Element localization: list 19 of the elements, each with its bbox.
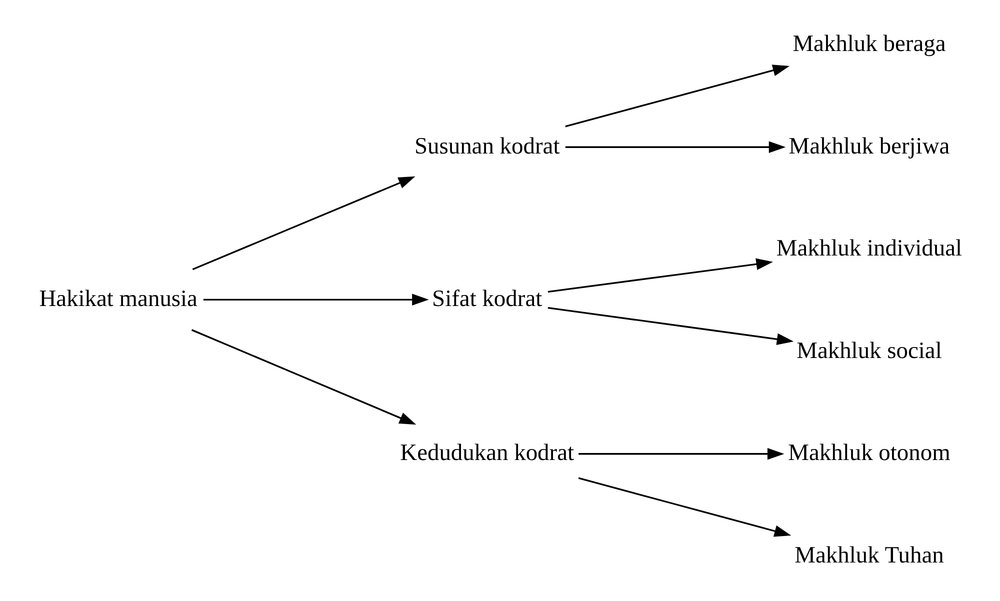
arrow [564,64,790,128]
arrow [578,448,784,460]
node-text: Hakikat manusia [38,286,197,312]
node-text: Makhluk beraga [792,31,946,58]
arrow [190,329,416,425]
node-text: Susunan kodrat [414,133,560,160]
arrow [547,258,773,293]
arrow [547,306,794,346]
node-text: Makhluk otonom [788,440,950,466]
node-text: Kedudukan kodrat [400,440,574,466]
arrow [564,141,786,154]
arrow [192,176,415,270]
node-text: Sifat kodrat [432,286,542,312]
node-text: Makhluk social [796,338,942,364]
arrow [202,294,428,306]
node-text: Makhluk Tuhan [794,542,944,568]
node-text: Makhluk individual [776,236,962,262]
node-text: Makhluk berjiwa [788,133,950,160]
arrow [578,477,791,537]
